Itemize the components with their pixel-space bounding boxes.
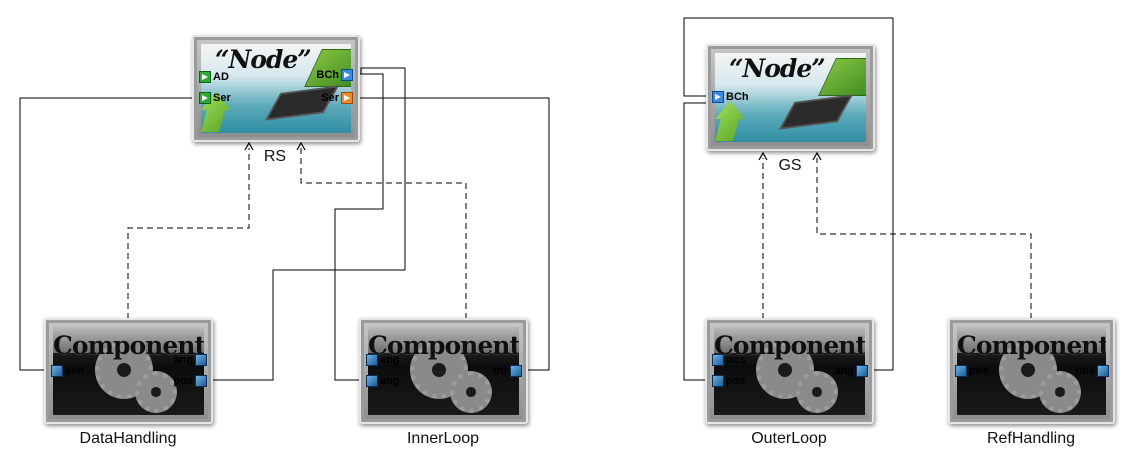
gear-icon [135,371,177,413]
port-label: thr [493,364,508,377]
component-image: Component [368,327,519,415]
arrow-icon [715,101,745,141]
port-sen[interactable]: sen [51,365,84,377]
port-label: pos [726,374,746,387]
component-caption-datahandling: DataHandling [79,430,177,447]
component-port-icon [366,375,378,387]
component-caption-refhandling: RefHandling [986,430,1076,447]
port-bch-out[interactable]: BCh [316,69,353,81]
component-datahandling[interactable]: Component sen ang pos [44,318,213,424]
port-label: pos [969,364,989,377]
port-pos[interactable]: pos [173,375,207,387]
port-label: ang [380,374,400,387]
port-label: pos [173,374,193,387]
port-pos-in[interactable]: pos [955,365,989,377]
port-pos-2[interactable]: pos [712,375,746,387]
component-port-icon [712,375,724,387]
port-pos-1[interactable]: pos [712,354,746,366]
component-port-icon [195,354,207,366]
port-label: Ser [321,91,339,104]
circuit-board-icon [304,49,351,87]
port-ad[interactable]: AD [199,71,229,83]
port-label: BCh [316,68,339,81]
component-image: Component [957,327,1106,415]
port-thr[interactable]: thr [493,365,522,377]
node-rs[interactable]: “Node” AD Ser BCh Ser [192,35,360,142]
wire-bch-to-innerloop-ang [334,73,384,381]
gear-icon [450,371,492,413]
node-title: “Node” [215,45,312,74]
input-port-icon [199,71,211,83]
component-innerloop[interactable]: Component ang ang thr [359,318,528,424]
wire-gs-bch-loop [683,17,894,371]
component-image: Component [714,327,865,415]
component-outerloop[interactable]: Component pos pos ang [705,318,874,424]
port-label: BCh [726,90,749,103]
gear-icon [796,371,838,413]
chip-icon [782,96,850,128]
arrowhead-innerloop-rs [296,141,306,151]
input-port-icon [199,92,211,104]
deploy-refhandling-gs [816,158,1032,319]
component-port-icon [1097,365,1109,377]
node-caption-gs: GS [778,157,802,174]
input-port-icon [712,91,724,103]
component-title: Component [957,331,1106,360]
node-title: “Node” [729,54,826,83]
component-title: Component [368,331,519,360]
port-label: AD [213,70,229,83]
port-label: ang [834,364,854,377]
wire-gs-bch-to-pos [683,102,712,381]
component-port-icon [712,354,724,366]
port-ang-1[interactable]: ang [366,354,400,366]
gear-icon [1039,371,1081,413]
node-image: “Node” [201,44,351,133]
port-ser-in[interactable]: Ser [199,92,231,104]
component-port-icon [195,375,207,387]
output-port-icon [341,92,353,104]
component-port-icon [366,354,378,366]
arrowhead-refhandling-gs [812,151,822,161]
component-caption-innerloop: InnerLoop [406,430,480,447]
port-label: ang [173,353,193,366]
arrowhead-datahandling-rs [244,141,254,151]
component-port-icon [510,365,522,377]
wire-ser-to-sen [19,97,199,371]
port-ang[interactable]: ang [173,354,207,366]
port-label: ang [380,353,400,366]
component-image: Component [53,327,204,415]
component-port-icon [955,365,967,377]
port-label: pos [1075,364,1095,377]
port-label: sen [65,364,84,377]
circuit-board-icon [818,58,866,96]
deploy-datahandling-rs [127,148,250,319]
port-label: pos [726,353,746,366]
port-ser-out[interactable]: Ser [321,92,353,104]
node-image: “Node” [715,53,866,142]
node-gs[interactable]: “Node” BCh [706,44,875,151]
gear-icon [410,341,468,399]
port-pos-out[interactable]: pos [1075,365,1109,377]
port-ang[interactable]: ang [834,365,868,377]
node-caption-rs: RS [263,148,287,165]
wire-bch-loop-to-pos [207,67,406,381]
arrowhead-outerloop-gs [758,151,768,161]
port-ang-2[interactable]: ang [366,375,400,387]
component-title: Component [53,331,204,360]
output-port-icon [341,69,353,81]
component-port-icon [856,365,868,377]
component-caption-outerloop: OuterLoop [751,430,827,447]
port-label: Ser [213,91,231,104]
wire-ser-to-thr [352,97,550,371]
component-port-icon [51,365,63,377]
component-refhandling[interactable]: Component pos pos [948,318,1115,424]
port-bch-in[interactable]: BCh [712,91,749,103]
component-title: Component [714,331,865,360]
